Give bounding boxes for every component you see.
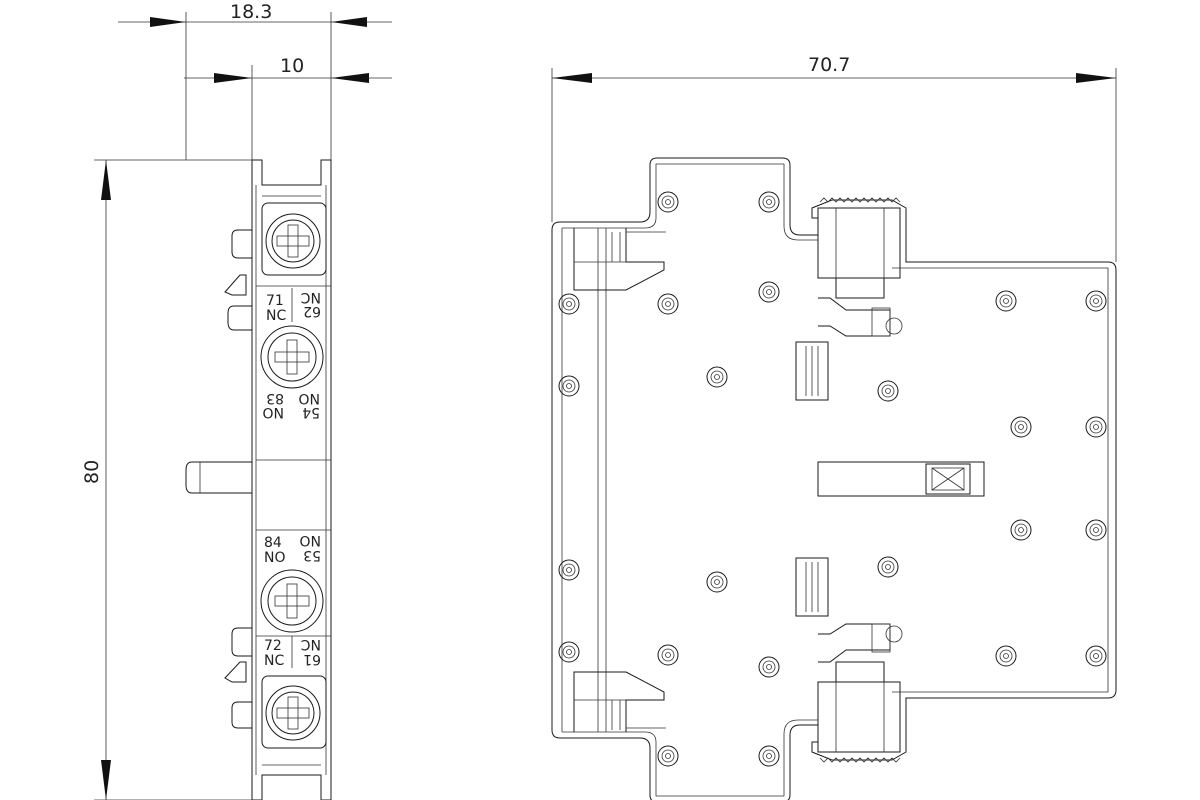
terminal-screw-top (261, 202, 327, 276)
terminal-screw-bottom (261, 675, 327, 749)
left-latches (573, 228, 666, 732)
screw-icon (1010, 519, 1032, 541)
terminal-screw-upper-mid (260, 325, 324, 389)
screw-icon (706, 366, 728, 388)
front-housing (551, 157, 1117, 800)
screw-icon (1085, 290, 1107, 312)
screw-icon (558, 641, 580, 663)
terminal-71-number: 71 (266, 293, 284, 309)
front-view: 70.7 (551, 54, 1117, 800)
dimension-overall-depth: 18.3 (118, 1, 392, 160)
lower-slot (795, 557, 829, 617)
terminal-72-type: NC (264, 653, 284, 669)
screw-icon (657, 191, 679, 213)
screw-icon (1085, 519, 1107, 541)
screw-icon (1085, 416, 1107, 438)
dimension-body-depth: 10 (184, 55, 392, 160)
screw-icon (706, 571, 728, 593)
top-connector (817, 197, 903, 337)
screw-icon (1085, 645, 1107, 667)
side-body (185, 159, 332, 800)
terminal-84-type: NO (264, 550, 286, 566)
terminal-61-type: NC (301, 636, 321, 652)
screw-icon (877, 556, 899, 578)
terminal-72-number: 72 (264, 638, 282, 654)
screw-icon (558, 375, 580, 397)
terminal-83-type: NO (263, 404, 285, 420)
terminal-54-number: 54 (302, 404, 320, 420)
upper-slot (795, 341, 829, 401)
bottom-connector (817, 623, 903, 763)
terminal-screw-lower-mid (260, 569, 324, 633)
dim-height-label: 80 (81, 460, 103, 484)
terminal-54-type: NO (299, 390, 321, 406)
screw-icon (758, 656, 780, 678)
screw-icon (877, 380, 899, 402)
terminal-labels: 71 NC NC 62 83 NO NO 54 84 NO NO 53 72 N… (263, 289, 322, 669)
screw-icon (995, 290, 1017, 312)
screw-icon (558, 293, 580, 315)
screw-icon (657, 745, 679, 767)
terminal-71-type: NC (266, 308, 286, 324)
screw-icon (558, 559, 580, 581)
terminal-62-number: 62 (303, 303, 321, 319)
dim-body-depth-label: 10 (280, 55, 304, 77)
screw-icon (657, 293, 679, 315)
dimension-width: 70.7 (551, 54, 1117, 262)
terminal-83-number: 83 (266, 390, 284, 406)
terminal-53-type: NO (300, 532, 322, 548)
dim-overall-depth-label: 18.3 (230, 1, 272, 23)
screw-icon (657, 644, 679, 666)
dim-width-label: 70.7 (808, 54, 850, 76)
screw-icon (758, 745, 780, 767)
dimension-height: 80 (81, 159, 252, 800)
screw-icon (758, 191, 780, 213)
terminal-62-type: NC (301, 289, 321, 305)
screw-icon (995, 645, 1017, 667)
terminal-53-number: 53 (303, 547, 321, 563)
terminal-84-number: 84 (264, 535, 282, 551)
actuator-slider (817, 461, 985, 497)
terminal-61-number: 61 (303, 651, 321, 667)
screw-icon (758, 281, 780, 303)
mounting-screws (558, 191, 1107, 767)
side-view: 18.3 10 80 (81, 1, 392, 800)
screw-icon (1010, 416, 1032, 438)
